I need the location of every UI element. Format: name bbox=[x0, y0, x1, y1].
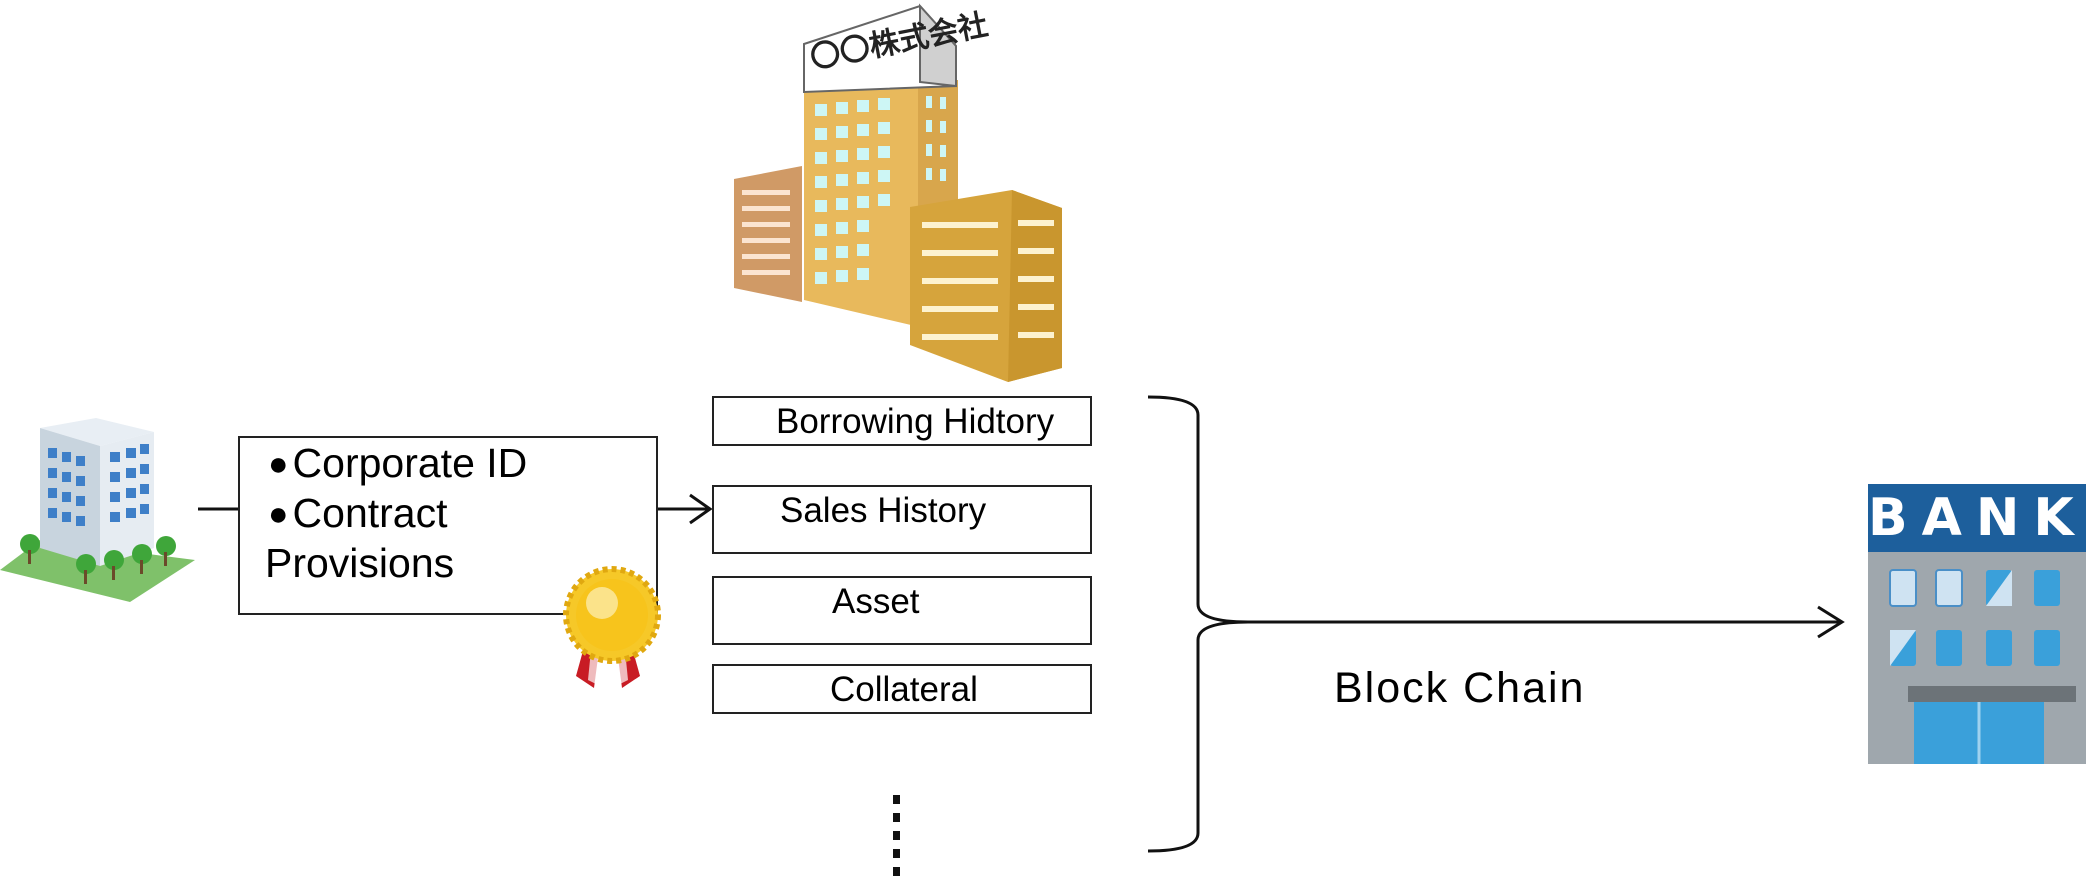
more-records-ellipsis bbox=[893, 795, 900, 876]
records-brace bbox=[1147, 395, 1249, 853]
credential-text-provisions: Provisions bbox=[265, 540, 455, 586]
card-to-records-arrowhead bbox=[689, 493, 713, 525]
block-chain-label: Block Chain bbox=[1334, 664, 1586, 712]
bullet-marker: ● bbox=[268, 445, 289, 483]
bullet-marker: ● bbox=[268, 495, 289, 533]
credential-text-contract: Contract bbox=[292, 490, 448, 536]
record-card-borrowing-history: Borrowing Hidtory bbox=[712, 396, 1092, 446]
record-label-asset: Asset bbox=[832, 582, 920, 621]
blockchain-arrowhead bbox=[1817, 605, 1845, 639]
record-label-collateral: Collateral bbox=[830, 670, 978, 709]
credential-line-corporate-id: ●Corporate ID bbox=[268, 440, 527, 487]
record-label-sales-history: Sales History bbox=[780, 491, 987, 530]
record-card-collateral: Collateral bbox=[712, 664, 1092, 714]
bank-sign-text: BANK bbox=[1868, 488, 2086, 548]
record-label-borrowing-history: Borrowing Hidtory bbox=[776, 402, 1055, 441]
record-card-sales-history: Sales History bbox=[712, 485, 1092, 554]
credential-text-corporate-id: Corporate ID bbox=[292, 440, 528, 486]
record-card-asset: Asset bbox=[712, 576, 1092, 645]
credential-line-contract: ●Contract bbox=[268, 490, 448, 537]
